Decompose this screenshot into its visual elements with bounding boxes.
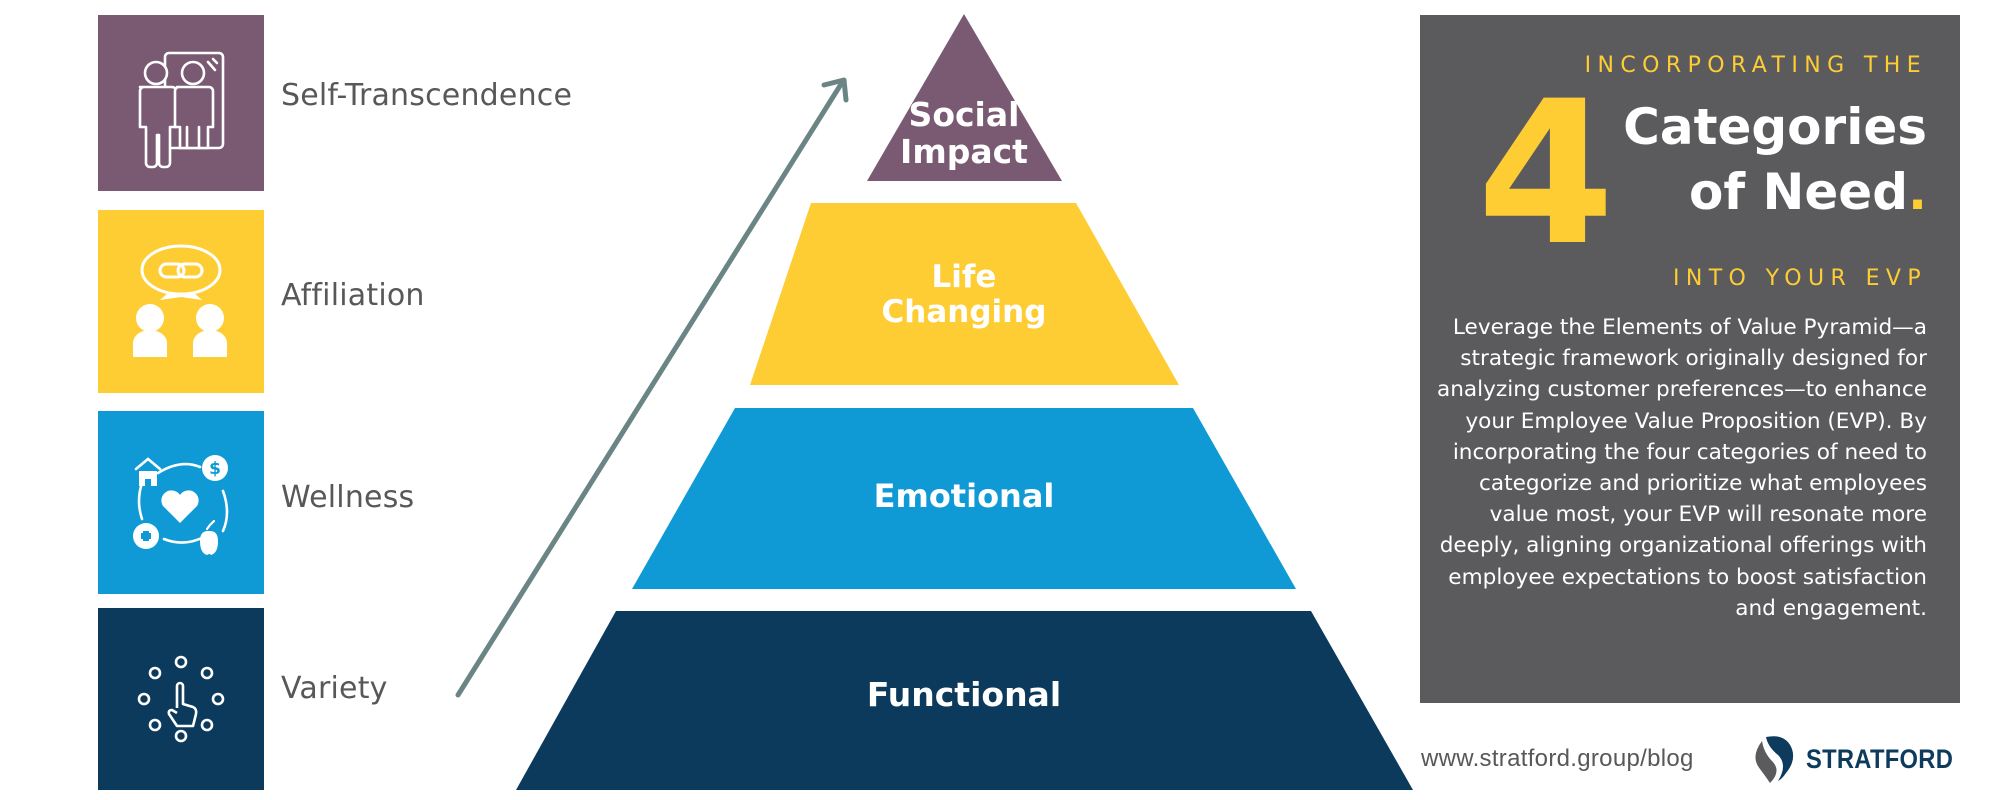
category-label-wellness: Wellness [281, 480, 415, 515]
people-link-speech-icon [133, 244, 227, 357]
pyramid-label-life-changing: Life Changing [882, 260, 1047, 329]
tile-variety [98, 608, 264, 790]
pyramid-label-line: Functional [866, 675, 1062, 714]
info-panel: INCORPORATING THE 4 Categories of Need. … [1420, 15, 1960, 703]
pyramid-label-line: Social [908, 95, 1020, 134]
stratford-wordmark: STRATFORD [1806, 744, 1954, 774]
pyramid-layer-life-changing [750, 203, 1179, 385]
pyramid-label-functional: Functional [866, 675, 1062, 714]
pyramid-label-emotional: Emotional [873, 477, 1055, 515]
pyramid-label-line: Life [931, 259, 997, 295]
stratford-logo: STRATFORD [1752, 735, 1962, 785]
headline-line-2: of Need. [1623, 160, 1927, 225]
upward-arrow-icon [455, 77, 849, 698]
hand-pointer-options-icon [137, 655, 225, 743]
blog-url-link[interactable]: www.stratford.group/blog [1421, 745, 1694, 772]
pyramid-layer-emotional [632, 408, 1296, 589]
category-label-affiliation: Affiliation [281, 278, 425, 313]
headline-line-1: Categories [1623, 98, 1927, 156]
tile-self-transcendence [98, 15, 264, 191]
headline-line-2-text: of Need [1689, 163, 1908, 221]
category-label-variety: Variety [281, 671, 388, 706]
kicker-bottom: INTO YOUR EVP [1672, 266, 1927, 291]
pyramid-label-social-impact: Social Impact [900, 95, 1028, 171]
pyramid-label-line: Emotional [873, 477, 1055, 515]
svg-text:$: $ [209, 459, 221, 479]
tile-wellness: $ [98, 411, 264, 594]
pyramid-label-line: Impact [900, 131, 1028, 171]
headline: Categories of Need. [1623, 95, 1927, 225]
headline-dot: . [1908, 163, 1927, 221]
tile-affiliation [98, 210, 264, 393]
pyramid-layer-social-impact [867, 14, 1062, 181]
kicker-top: INCORPORATING THE [1584, 53, 1927, 78]
pyramid-label-line: Changing [881, 293, 1047, 330]
category-label-self-transcendence: Self-Transcendence [281, 78, 573, 113]
wellness-cycle-icon: $ [133, 455, 229, 555]
big-number-four: 4 [1477, 58, 1615, 289]
panel-body-text: Leverage the Elements of Value Pyramid—a… [1436, 315, 1927, 621]
stratford-s-logo-icon [1755, 736, 1794, 783]
people-mirror-icon [138, 51, 225, 169]
pyramid-layer-functional [516, 611, 1413, 790]
